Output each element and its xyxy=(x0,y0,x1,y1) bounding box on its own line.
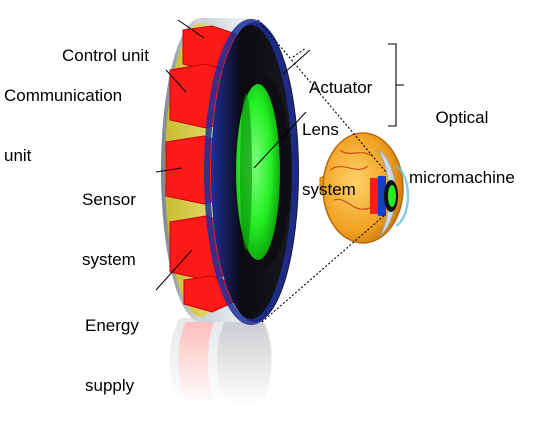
control-unit-leader xyxy=(177,19,205,39)
actuator-text: Actuator xyxy=(309,78,373,97)
control-unit-label: Control unit xyxy=(62,6,149,106)
energy-supply-line-2: supply xyxy=(85,376,135,395)
energy-supply-label: Energy supply xyxy=(85,276,139,436)
communication-unit-leader xyxy=(165,69,187,93)
cornea-section xyxy=(376,148,397,237)
diagram: Control unit Communication unit Sensor s… xyxy=(4,6,515,404)
eye-implant-blue xyxy=(378,176,386,216)
eye-illustration xyxy=(319,132,410,244)
projection-line-bottom xyxy=(261,213,387,323)
implant-device xyxy=(161,18,299,325)
control-unit-text: Control unit xyxy=(62,46,149,65)
diagram-graphic xyxy=(155,18,410,404)
lens-system-leader xyxy=(253,111,307,169)
projection-lines xyxy=(257,19,387,323)
actuator-leader xyxy=(282,49,311,75)
optical-micromachine-line-2: micromachine xyxy=(409,168,515,187)
sensor-system-line-2: system xyxy=(82,250,136,269)
lens-system-line-2: system xyxy=(302,180,356,199)
cornea-outline xyxy=(395,164,410,228)
lens-system-label: Lens system xyxy=(302,80,356,240)
energy-supply-leader xyxy=(155,249,193,291)
sensor-system-leader xyxy=(155,167,183,173)
communication-unit-line-2: unit xyxy=(4,146,32,165)
sensor-system-label: Sensor system xyxy=(82,150,136,310)
lens-side xyxy=(240,94,252,250)
lens-system-line-1: Lens xyxy=(302,120,339,139)
communication-unit-line-1: Communication xyxy=(4,86,123,105)
optical-micromachine-line-1: Optical xyxy=(435,108,489,127)
projection-line-top xyxy=(257,19,387,173)
eye-implant-red xyxy=(370,178,380,214)
actuator-label: Actuator xyxy=(309,38,372,138)
actuator-pointer xyxy=(292,47,307,58)
communication-unit-label: Communication unit xyxy=(4,46,122,206)
leader-lines xyxy=(155,19,311,291)
retina-vessels xyxy=(329,149,373,210)
sensor-system-line-1: Sensor xyxy=(82,190,136,209)
bracket xyxy=(388,43,404,127)
device-reflection xyxy=(160,316,290,404)
eye-implant-lens xyxy=(388,185,396,207)
energy-supply-line-1: Energy xyxy=(85,316,139,335)
actuator-edge xyxy=(204,19,298,325)
optical-micromachine-label: Optical micromachine xyxy=(409,68,515,228)
